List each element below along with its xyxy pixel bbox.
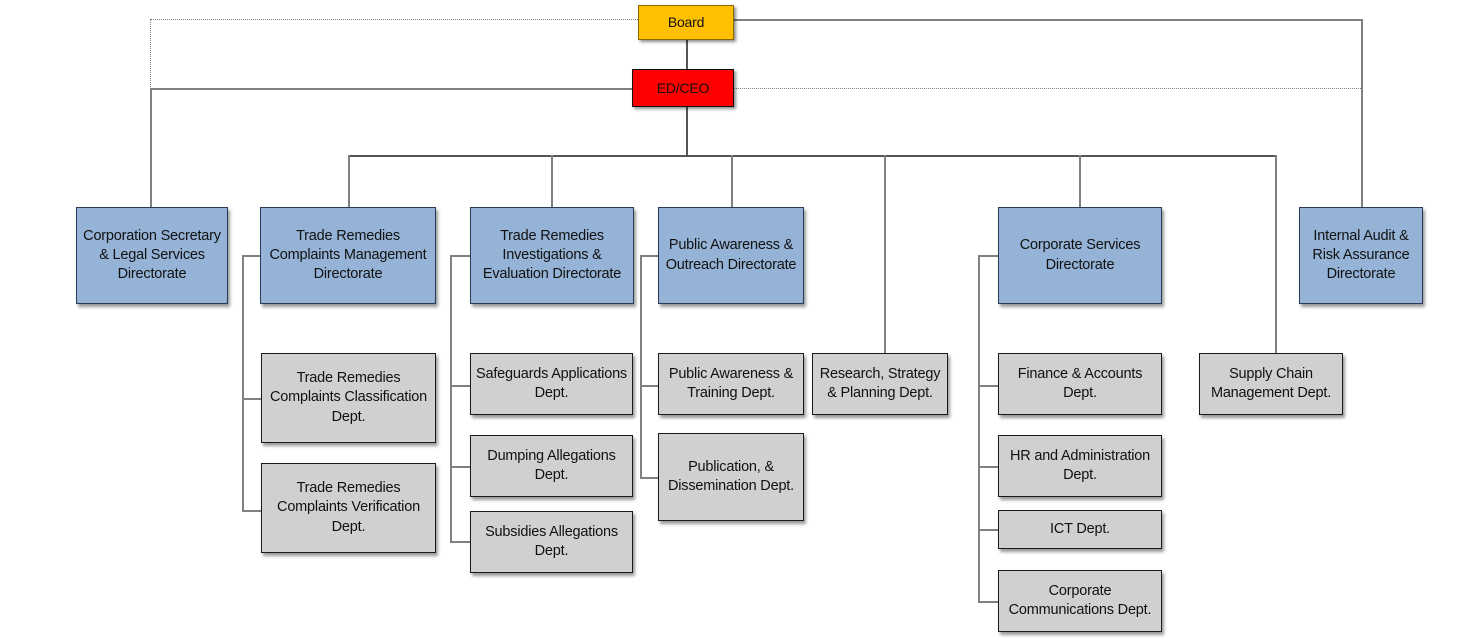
connector-stub-subsidies: [450, 541, 470, 543]
node-safeguards-applications[interactable]: Safeguards Applications Dept.: [470, 353, 633, 415]
connector-stub-public-awareness-parent: [640, 255, 658, 257]
node-internal-audit-risk-assurance-label: Internal Audit & Risk Assurance Director…: [1312, 227, 1410, 283]
connector-bus-to-corporate-services: [1079, 155, 1081, 207]
connector-board-corpsec-vertical: [150, 19, 151, 89]
node-ed-ceo-label: ED/CEO: [656, 79, 710, 96]
node-corporate-services-label: Corporate Services Directorate: [1019, 237, 1141, 273]
connector-stub-investigations-parent: [450, 255, 470, 257]
connector-corpsec-stem: [150, 88, 152, 207]
connector-trunk-public-awareness: [640, 255, 642, 478]
node-research-strategy-planning[interactable]: Research, Strategy & Planning Dept.: [812, 353, 948, 415]
node-subsidies-allegations[interactable]: Subsidies Allegations Dept.: [470, 511, 633, 573]
node-public-awareness-outreach[interactable]: Public Awareness & Outreach Directorate: [658, 207, 804, 304]
connector-ceo-corpsec-horizontal: [150, 88, 640, 90]
node-public-awareness-outreach-label: Public Awareness & Outreach Directorate: [665, 237, 797, 273]
connector-board-audit-horizontal: [733, 19, 1363, 21]
connector-trunk-investigations: [450, 255, 452, 542]
node-trade-remedies-complaints-verification-label: Trade Remedies Complaints Verification D…: [277, 480, 420, 535]
connector-stub-complaints-verification: [242, 510, 261, 512]
node-trade-remedies-complaints-classification[interactable]: Trade Remedies Complaints Classification…: [261, 353, 436, 443]
node-public-awareness-training-label: Public Awareness & Training Dept.: [668, 365, 794, 401]
connector-stub-safeguards: [450, 385, 470, 387]
node-safeguards-applications-label: Safeguards Applications Dept.: [476, 365, 627, 401]
node-internal-audit-risk-assurance[interactable]: Internal Audit & Risk Assurance Director…: [1299, 207, 1423, 304]
node-publication-dissemination[interactable]: Publication, & Dissemination Dept.: [658, 433, 804, 521]
connector-stub-complaints-classification: [242, 398, 261, 400]
node-corporate-services[interactable]: Corporate Services Directorate: [998, 207, 1162, 304]
node-ict[interactable]: ICT Dept.: [998, 510, 1162, 549]
node-trade-remedies-investigations-evaluation-label: Trade Remedies Investigations & Evaluati…: [482, 227, 622, 283]
node-publication-dissemination-label: Publication, & Dissemination Dept.: [668, 458, 794, 494]
connector-stub-dumping: [450, 466, 470, 468]
node-corporate-communications[interactable]: Corporate Communications Dept.: [998, 570, 1162, 632]
node-board-label: Board: [667, 14, 705, 31]
connector-bus-to-research-strategy: [884, 155, 886, 353]
node-dumping-allegations-label: Dumping Allegations Dept.: [487, 447, 616, 483]
node-trade-remedies-complaints-management[interactable]: Trade Remedies Complaints Management Dir…: [260, 207, 436, 304]
node-trade-remedies-complaints-management-label: Trade Remedies Complaints Management Dir…: [269, 227, 427, 283]
node-trade-remedies-complaints-verification[interactable]: Trade Remedies Complaints Verification D…: [261, 463, 436, 553]
node-supply-chain-management-label: Supply Chain Management Dept.: [1210, 365, 1332, 401]
node-corporate-communications-label: Corporate Communications Dept.: [1008, 582, 1152, 618]
connector-bus-to-public-awareness: [731, 155, 733, 207]
connector-main-bus: [348, 155, 1276, 157]
node-hr-administration[interactable]: HR and Administration Dept.: [998, 435, 1162, 497]
connector-stub-corporate-comms: [978, 601, 998, 603]
node-corporation-secretary-legal-services-label: Corporation Secretary & Legal Services D…: [83, 227, 221, 283]
node-dumping-allegations[interactable]: Dumping Allegations Dept.: [470, 435, 633, 497]
node-hr-administration-label: HR and Administration Dept.: [1009, 447, 1151, 483]
node-subsidies-allegations-label: Subsidies Allegations Dept.: [485, 523, 618, 559]
connector-stub-corporate-services-parent: [978, 255, 998, 257]
connector-bus-to-supply-chain: [1275, 155, 1277, 353]
connector-bus-to-complaints-mgmt: [348, 155, 350, 207]
connector-ceo-audit-horizontal: [733, 88, 1363, 89]
node-corporation-secretary-legal-services[interactable]: Corporation Secretary & Legal Services D…: [76, 207, 228, 304]
node-trade-remedies-investigations-evaluation[interactable]: Trade Remedies Investigations & Evaluati…: [470, 207, 634, 304]
node-supply-chain-management[interactable]: Supply Chain Management Dept.: [1199, 353, 1343, 415]
node-public-awareness-training[interactable]: Public Awareness & Training Dept.: [658, 353, 804, 415]
node-ict-label: ICT Dept.: [1050, 520, 1110, 537]
node-research-strategy-planning-label: Research, Strategy & Planning Dept.: [819, 365, 941, 401]
node-ed-ceo[interactable]: ED/CEO: [632, 69, 734, 107]
connector-board-ceo: [686, 39, 688, 69]
connector-ceo-bus-stem: [686, 106, 688, 156]
node-finance-accounts[interactable]: Finance & Accounts Dept.: [998, 353, 1162, 415]
node-finance-accounts-label: Finance & Accounts Dept.: [1017, 365, 1143, 401]
connector-stub-publication: [640, 477, 658, 479]
connector-board-corpsec-horizontal: [150, 19, 640, 20]
connector-stub-ict: [978, 529, 998, 531]
node-trade-remedies-complaints-classification-label: Trade Remedies Complaints Classification…: [270, 370, 427, 425]
node-board[interactable]: Board: [638, 5, 734, 40]
connector-stub-complaints-mgmt-parent: [242, 255, 261, 257]
connector-trunk-corporate-services: [978, 255, 980, 602]
connector-bus-to-investigations: [551, 155, 553, 207]
connector-board-audit-vertical: [1361, 19, 1363, 207]
connector-stub-hr: [978, 466, 998, 468]
connector-stub-pa-training: [640, 385, 658, 387]
connector-trunk-complaints-mgmt: [242, 255, 244, 511]
connector-stub-finance: [978, 385, 998, 387]
